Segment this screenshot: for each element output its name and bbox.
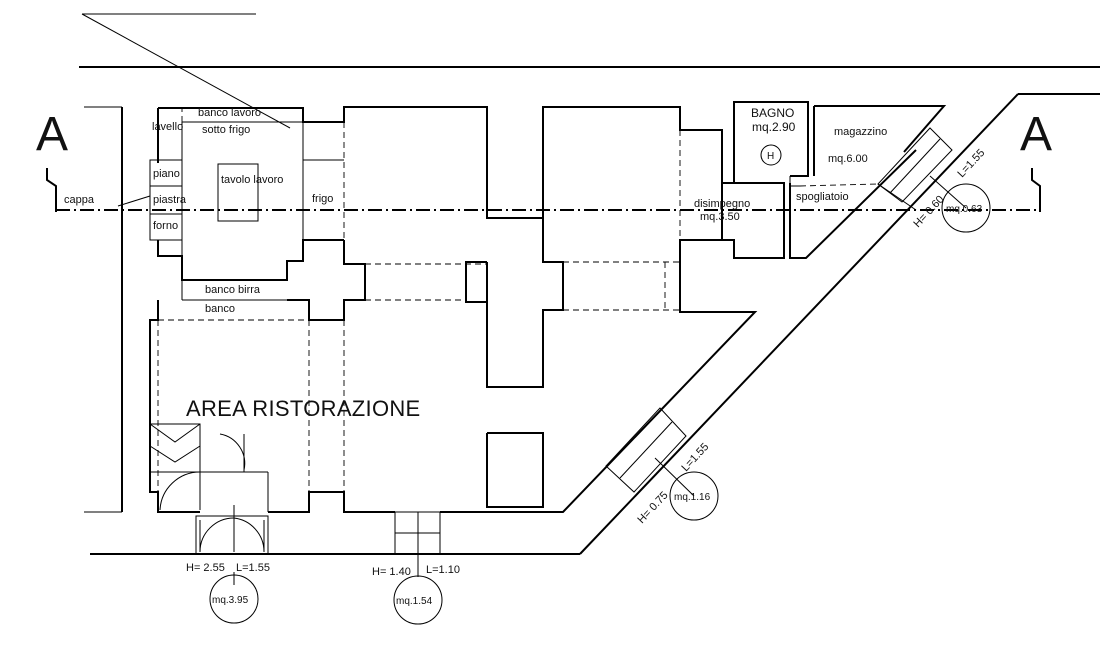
label-oven: forno: [153, 220, 178, 232]
label-under-fridge: sotto frigo: [202, 124, 250, 136]
label-bathroom-symbol: H: [767, 151, 774, 162]
label-worktop-table: tavolo lavoro: [221, 174, 283, 186]
store-window-width: L=1.55: [955, 147, 987, 180]
boundary-lines: [79, 13, 1100, 555]
store-window-area: mq.0.63: [946, 204, 983, 215]
label-storage: magazzino: [834, 126, 887, 138]
diagonal-window: [605, 407, 719, 521]
storage-window: [760, 127, 991, 233]
label-top: piano: [153, 168, 180, 180]
main-door-width: L=1.55: [236, 562, 270, 574]
label-griddle: piastra: [153, 194, 187, 206]
second-door: [393, 511, 443, 625]
diag-window-height: H= 0.75: [635, 489, 670, 526]
label-bathroom-area: mq.2.90: [752, 120, 796, 134]
section-marker-right: A: [1020, 108, 1052, 161]
label-hallway: disimpegno: [694, 198, 750, 210]
main-door: [159, 433, 269, 624]
main-door-area: mq.3.95: [212, 595, 249, 606]
stair-symbol: [149, 423, 201, 473]
label-sink: lavello: [152, 121, 183, 133]
label-changing-room: spogliatoio: [796, 191, 849, 203]
area-title: AREA RISTORAZIONE: [186, 396, 421, 421]
label-storage-area: mq.6.00: [828, 153, 868, 165]
label-hood: cappa: [64, 194, 95, 206]
label-beer-counter: banco birra: [205, 284, 261, 296]
second-door-width: L=1.10: [426, 564, 460, 576]
dashed-lines: [157, 106, 879, 492]
label-bathroom: BAGNO: [751, 106, 794, 120]
main-door-height: H= 2.55: [186, 562, 225, 574]
section-marker-left: A: [36, 108, 68, 161]
diag-window-area: mq.1.16: [674, 492, 711, 503]
label-hallway-area: mq.3.50: [700, 211, 740, 223]
label-fridge: frigo: [312, 193, 333, 205]
second-door-area: mq.1.54: [396, 596, 433, 607]
label-counter: banco: [205, 303, 235, 315]
second-door-height: H= 1.40: [372, 566, 411, 578]
label-work-counter: banco lavoro: [198, 107, 261, 119]
section-axis: [46, 168, 1041, 212]
